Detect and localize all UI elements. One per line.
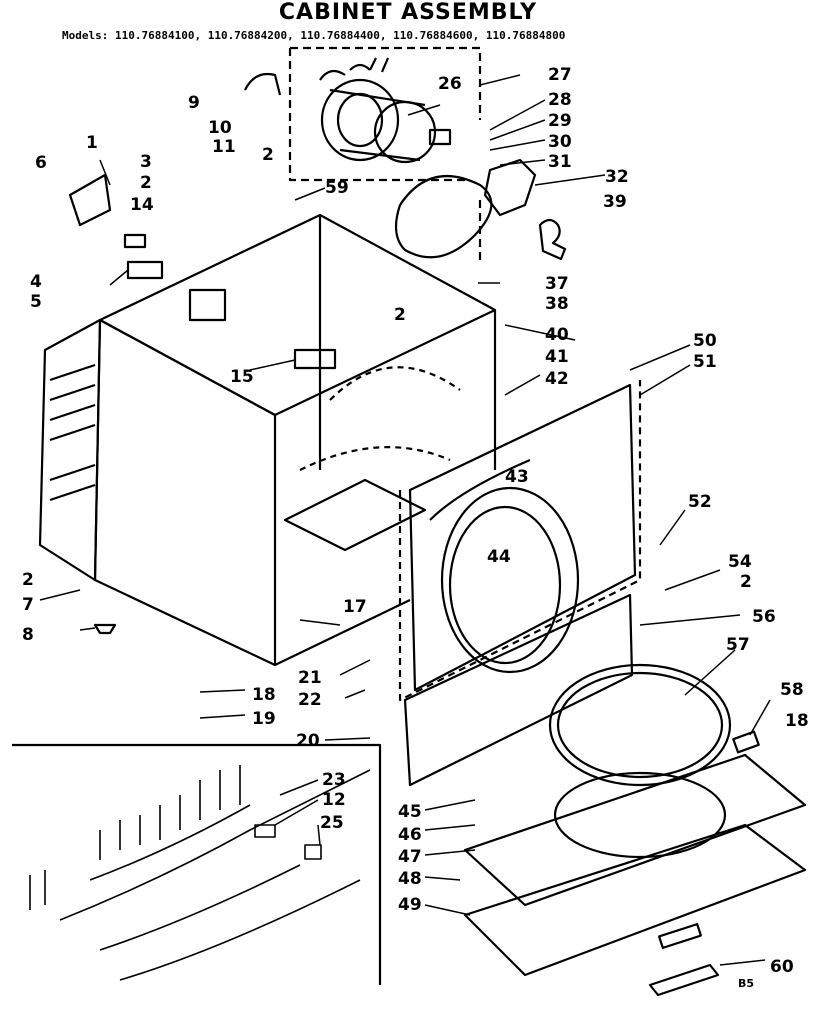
callout-5: 5	[30, 292, 42, 312]
callout-2c: 2	[394, 305, 406, 325]
callout-18: 18	[252, 685, 276, 705]
callout-12: 12	[322, 790, 346, 810]
cabinet-body	[93, 213, 497, 667]
callout-18b: 18	[785, 711, 809, 731]
callout-2: 2	[262, 145, 274, 165]
idler-pulley	[538, 218, 567, 261]
callout-50: 50	[693, 331, 717, 351]
door-assembly	[463, 663, 807, 977]
callout-45: 45	[398, 802, 422, 822]
callout-14: 14	[130, 195, 154, 215]
leader-lines	[39, 74, 771, 966]
callout-21: 21	[298, 668, 322, 688]
callout-17: 17	[343, 597, 367, 617]
callout-29: 29	[548, 111, 572, 131]
callout-27: 27	[548, 65, 572, 85]
callout-56: 56	[752, 607, 776, 627]
callout-15: 15	[230, 367, 254, 387]
callout-41: 41	[545, 347, 569, 367]
harness-clip-9	[244, 72, 282, 96]
callout-10: 10	[208, 118, 232, 138]
callout-32: 32	[605, 167, 629, 187]
callout-26: 26	[438, 74, 462, 94]
callout-52: 52	[688, 492, 712, 512]
callout-38: 38	[545, 294, 569, 314]
drive-motor	[319, 57, 452, 164]
callout-labels: 1 2 3 4 5 6 7 8 9 10 11 12 14 15 17 18 1…	[22, 65, 809, 977]
callout-46: 46	[398, 825, 422, 845]
callout-9: 9	[188, 93, 200, 113]
door-handle	[648, 963, 720, 997]
callout-22: 22	[298, 690, 322, 710]
callout-59: 59	[325, 178, 349, 198]
page-code: B5	[738, 977, 754, 990]
bracket-1	[68, 173, 112, 227]
leveling-foot	[93, 623, 117, 635]
terminal-block	[126, 260, 164, 280]
callout-57: 57	[726, 635, 750, 655]
idler-bracket	[483, 158, 537, 217]
wiring-harness-box	[12, 743, 382, 985]
callout-58: 58	[780, 680, 804, 700]
callout-39: 39	[603, 192, 627, 212]
callout-30: 30	[548, 132, 572, 152]
wiring-harness	[29, 765, 371, 981]
front-panel	[408, 383, 637, 692]
callout-60: 60	[770, 957, 794, 977]
callout-42: 42	[545, 369, 569, 389]
callout-47: 47	[398, 847, 422, 867]
callout-40: 40	[545, 325, 569, 345]
callout-28: 28	[548, 90, 572, 110]
callout-6: 6	[35, 153, 47, 173]
callout-20: 20	[296, 731, 320, 751]
callout-51: 51	[693, 352, 717, 372]
toe-panel	[403, 593, 634, 787]
callout-43: 43	[505, 467, 529, 487]
callout-2d: 2	[22, 570, 34, 590]
model-numbers: Models: 110.76884100, 110.76884200, 110.…	[62, 29, 566, 42]
clip-14	[123, 233, 147, 249]
callout-49: 49	[398, 895, 422, 915]
drive-belt	[394, 174, 493, 259]
callout-4: 4	[30, 272, 42, 292]
callout-8: 8	[22, 625, 34, 645]
callout-31: 31	[548, 152, 572, 172]
callout-7: 7	[22, 595, 34, 615]
callout-25: 25	[320, 813, 344, 833]
callout-1: 1	[86, 133, 98, 153]
callout-23: 23	[322, 770, 346, 790]
callout-44: 44	[487, 547, 511, 567]
callout-48: 48	[398, 869, 422, 889]
callout-2e: 2	[140, 173, 152, 193]
callout-19: 19	[252, 709, 276, 729]
door-latch	[732, 730, 760, 754]
callout-54: 54	[728, 552, 752, 572]
callout-2b: 2	[740, 572, 752, 592]
callout-37: 37	[545, 274, 569, 294]
page-title: CABINET ASSEMBLY	[278, 0, 538, 25]
callout-3: 3	[140, 152, 152, 172]
front-frame	[398, 380, 642, 702]
side-panel	[38, 318, 102, 582]
callout-11: 11	[212, 137, 236, 157]
